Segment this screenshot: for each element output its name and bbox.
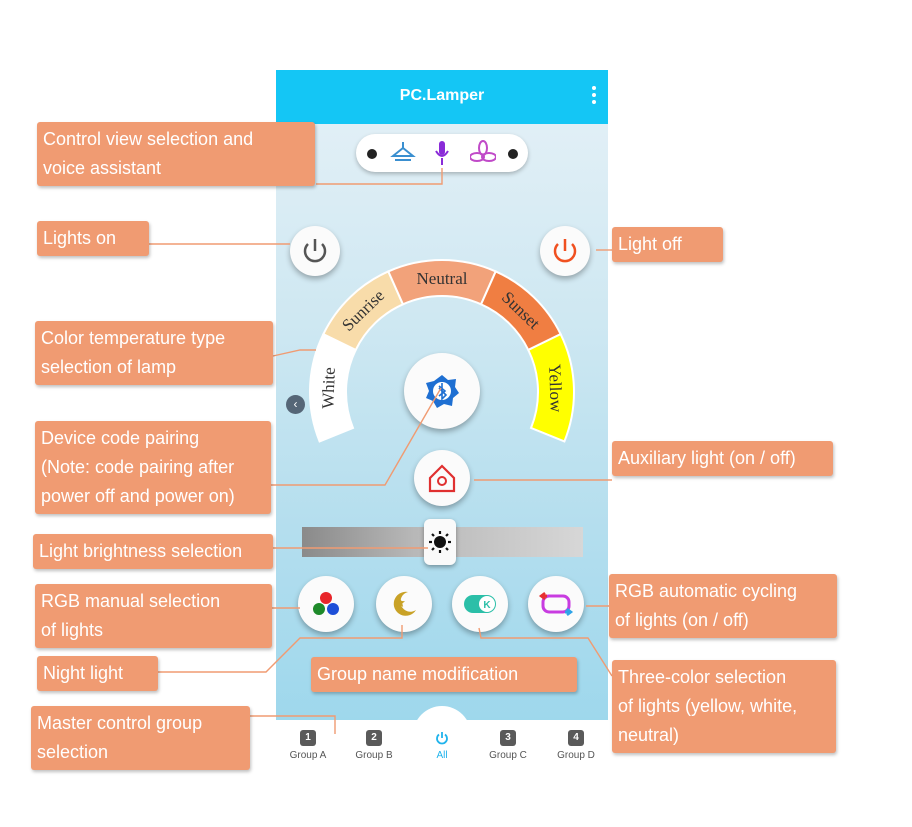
callout-text: (Note: code pairing after — [41, 457, 235, 477]
callout-text: neutral) — [618, 725, 680, 745]
callout-text: Light off — [618, 234, 682, 254]
callout-text: Color temperature type — [41, 328, 226, 348]
callout-text: Three-color selection — [618, 667, 787, 687]
callout-text: selection of lamp — [41, 357, 177, 377]
tab-label: All — [436, 750, 448, 761]
callout-text: voice assistant — [43, 158, 162, 178]
power-icon — [434, 730, 450, 746]
callout-device-pairing: Device code pairing (Note: code pairing … — [35, 421, 271, 514]
callout-brightness: Light brightness selection — [33, 534, 273, 569]
brightness-slider-thumb[interactable] — [424, 519, 456, 565]
callout-color-temp: Color temperature type selection of lamp — [35, 321, 273, 385]
app-title: PC.Lamper — [399, 87, 485, 104]
callout-text: Light brightness selection — [39, 541, 243, 561]
app-bar: PC.Lamper — [276, 70, 608, 124]
callout-text: Night light — [43, 663, 124, 683]
power-icon — [553, 239, 577, 263]
callout-rgb-auto: RGB automatic cycling of lights (on / of… — [609, 574, 837, 638]
callout-text: of lights (yellow, white, — [618, 696, 798, 716]
callout-light-off: Light off — [612, 227, 723, 262]
night-light-button[interactable] — [376, 576, 432, 632]
lights-on-button[interactable] — [290, 226, 340, 276]
callout-text: of lights — [41, 620, 104, 640]
callout-lights-on: Lights on — [37, 221, 149, 256]
callout-text: Lights on — [43, 228, 117, 248]
view-dot-left — [367, 149, 377, 159]
rgb-manual-button[interactable] — [298, 576, 354, 632]
center-tab-hump — [413, 706, 471, 746]
callout-text: power off and power on) — [41, 486, 235, 506]
callout-three-color: Three-color selection of lights (yellow,… — [612, 660, 836, 753]
callout-text: selection — [37, 742, 109, 762]
tab-label: Group B — [355, 750, 393, 761]
group-number-icon: 2 — [366, 730, 382, 746]
sun-icon — [429, 531, 451, 553]
chevron-left-icon[interactable]: ‹ — [286, 395, 305, 414]
callout-text: Device code pairing — [41, 428, 200, 448]
callout-text: Auxiliary light (on / off) — [618, 448, 796, 468]
group-number-icon: 1 — [300, 730, 316, 746]
tab-label: Group D — [557, 750, 595, 761]
three-color-button[interactable]: K — [452, 576, 508, 632]
callout-night-light: Night light — [37, 656, 158, 691]
view-dot-right — [508, 149, 518, 159]
callout-text: RGB manual selection — [41, 591, 221, 611]
callout-text: Master control group — [37, 713, 203, 733]
callout-text: of lights (on / off) — [615, 610, 749, 630]
home-light-icon — [428, 464, 456, 493]
color-temp-segment-yellow[interactable] — [526, 332, 575, 443]
group-number-icon: 4 — [568, 730, 584, 746]
ceiling-fan-light-icon[interactable] — [390, 140, 416, 171]
moon-star-icon — [393, 591, 416, 616]
callout-control-view: Control view selection and voice assista… — [37, 122, 315, 186]
color-temp-label-white: White — [318, 367, 338, 409]
light-off-button[interactable] — [540, 226, 590, 276]
tab-all[interactable]: All — [410, 730, 474, 761]
microphone-icon[interactable] — [432, 139, 452, 172]
bluetooth-icon — [426, 375, 459, 408]
auxiliary-light-button[interactable] — [414, 450, 470, 506]
callout-group-name: Group name modification — [311, 657, 577, 692]
callout-rgb-manual: RGB manual selection of lights — [35, 584, 272, 648]
group-number-icon: 3 — [500, 730, 516, 746]
control-view-selector — [356, 134, 528, 172]
callout-master-group: Master control group selection — [31, 706, 250, 770]
callout-text: Group name modification — [317, 664, 519, 684]
color-temp-label-yellow: Yellow — [545, 364, 566, 414]
power-icon — [303, 239, 327, 263]
tab-label: Group C — [489, 750, 527, 761]
rgb-dots-icon — [313, 592, 339, 615]
svg-text:K: K — [483, 600, 491, 611]
cycle-icon — [538, 592, 574, 616]
callout-text: RGB automatic cycling — [615, 581, 798, 601]
device-pairing-button[interactable] — [404, 353, 480, 429]
toggle-k-icon: K — [464, 595, 496, 613]
color-temp-label-neutral: Neutral — [417, 269, 468, 288]
callout-text: Control view selection and — [43, 129, 254, 149]
rgb-auto-cycle-button[interactable] — [528, 576, 584, 632]
tab-label: Group A — [289, 750, 327, 761]
callout-auxiliary: Auxiliary light (on / off) — [612, 441, 833, 476]
overflow-menu-icon[interactable] — [590, 86, 598, 106]
